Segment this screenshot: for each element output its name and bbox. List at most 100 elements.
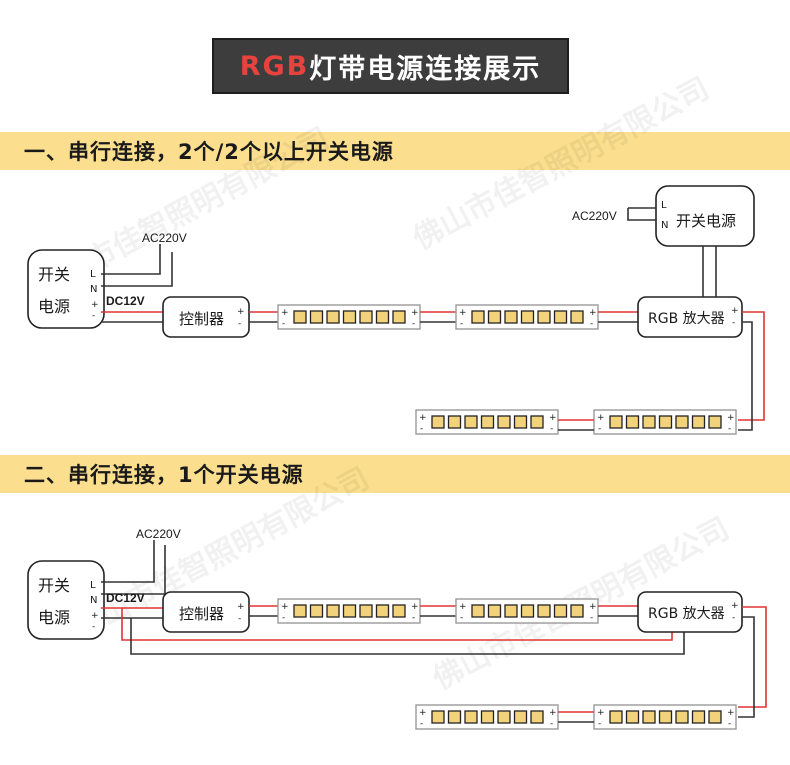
supply-red-loop <box>121 608 673 641</box>
amplifier-box <box>637 296 743 338</box>
led-chip <box>675 415 689 429</box>
strip-plus-right: + <box>549 708 557 718</box>
led-chip <box>513 710 528 724</box>
led-chip <box>609 710 623 724</box>
led-chip <box>464 415 478 429</box>
psu-label-2: 电源 <box>38 608 70 627</box>
led-chip <box>392 604 406 618</box>
amp2-out-plus <box>738 606 767 708</box>
led-chip <box>431 710 445 724</box>
strip-minus-right: - <box>412 613 415 623</box>
led-chip <box>497 710 511 724</box>
psu-n-terminal: N <box>90 595 97 606</box>
strip-minus-left: - <box>420 424 423 434</box>
psu-label-2: 电源 <box>38 297 70 316</box>
led-chip <box>553 310 568 324</box>
led-chip <box>487 604 502 618</box>
led-chip <box>530 415 544 429</box>
controller-plus: + <box>237 307 245 317</box>
dc-label-2: DC12V <box>106 591 145 605</box>
amplifier-box <box>637 591 743 633</box>
strip-minus-left: - <box>420 719 423 729</box>
led-chip <box>537 604 551 618</box>
led-chip <box>326 604 340 618</box>
led-chip <box>570 310 584 324</box>
strip-minus-right: - <box>728 424 731 434</box>
psu-minus-terminal: - <box>92 622 95 632</box>
led-chip <box>309 604 324 618</box>
psu-l-terminal: L <box>90 580 96 591</box>
strip-plus-right: + <box>727 708 735 718</box>
amplifier-label: RGB 放大器 <box>648 311 725 327</box>
led-chip <box>520 310 535 324</box>
strip-minus-left: - <box>460 613 463 623</box>
led-chip <box>309 310 324 324</box>
section2-banner: 二、串行连接，1个开关电源 <box>0 455 790 493</box>
amplifier-plus: + <box>731 601 739 611</box>
amplifier-minus: - <box>732 318 735 328</box>
led-chip <box>642 710 656 724</box>
strip-minus-left: - <box>282 319 285 329</box>
strip-minus-left: - <box>598 719 601 729</box>
led-chip <box>431 415 445 429</box>
amp-out-minus <box>738 321 753 431</box>
strip-plus-left: + <box>419 413 427 423</box>
ac-label-1: AC220V <box>142 231 187 245</box>
psu-left-2 <box>27 560 105 640</box>
led-chip <box>609 415 623 429</box>
strip-plus-left: + <box>459 602 467 612</box>
psu-l-terminal: L <box>90 269 96 280</box>
led-chip <box>504 604 518 618</box>
strip-plus-left: + <box>597 413 605 423</box>
strip-plus-right: + <box>727 413 735 423</box>
led-chip <box>342 310 357 324</box>
led-chip <box>447 415 462 429</box>
led-chip <box>658 415 673 429</box>
ac-wire-l <box>101 244 161 275</box>
led-chip <box>464 710 478 724</box>
led-chip <box>675 710 689 724</box>
ac-wire-n <box>101 252 173 287</box>
dc-label-1: DC12V <box>106 294 145 308</box>
strip-plus-right: + <box>589 602 597 612</box>
strip-minus-right: - <box>728 719 731 729</box>
ac-wire-right-n <box>627 208 656 221</box>
led-chip <box>625 710 640 724</box>
strip-minus-left: - <box>598 424 601 434</box>
led-chip <box>625 415 640 429</box>
psu-minus-terminal: - <box>92 311 95 321</box>
led-chip <box>293 310 307 324</box>
psu-label-1: 开关 <box>38 265 70 284</box>
led-chip <box>359 604 373 618</box>
psu-left-1 <box>27 249 105 329</box>
led-chip <box>708 710 722 724</box>
led-chip <box>326 310 340 324</box>
led-chip <box>691 415 706 429</box>
led-chip <box>570 604 584 618</box>
psu-n-terminal: N <box>90 284 97 295</box>
strip-plus-left: + <box>597 708 605 718</box>
psu-plus-terminal: + <box>91 300 99 310</box>
led-chip <box>375 310 390 324</box>
title-rgb: RGB <box>239 50 310 82</box>
section1-heading: 一、串行连接，2个/2个以上开关电源 <box>24 140 394 164</box>
led-chip <box>537 310 551 324</box>
led-chip <box>487 310 502 324</box>
led-chip <box>480 415 495 429</box>
controller-label: 控制器 <box>179 605 224 623</box>
led-chip <box>359 310 373 324</box>
strip-plus-right: + <box>589 308 597 318</box>
strip-plus-right: + <box>411 602 419 612</box>
controller-minus: - <box>238 319 241 329</box>
title-text: 灯带电源连接展示 <box>309 53 542 85</box>
strip-minus-right: - <box>590 319 593 329</box>
psu-right-n: N <box>661 220 668 231</box>
led-chip <box>392 310 406 324</box>
led-chip <box>708 415 722 429</box>
led-chip <box>520 604 535 618</box>
psu-right-label: 开关电源 <box>676 212 736 230</box>
strip-minus-left: - <box>282 613 285 623</box>
controller-plus: + <box>237 602 245 612</box>
